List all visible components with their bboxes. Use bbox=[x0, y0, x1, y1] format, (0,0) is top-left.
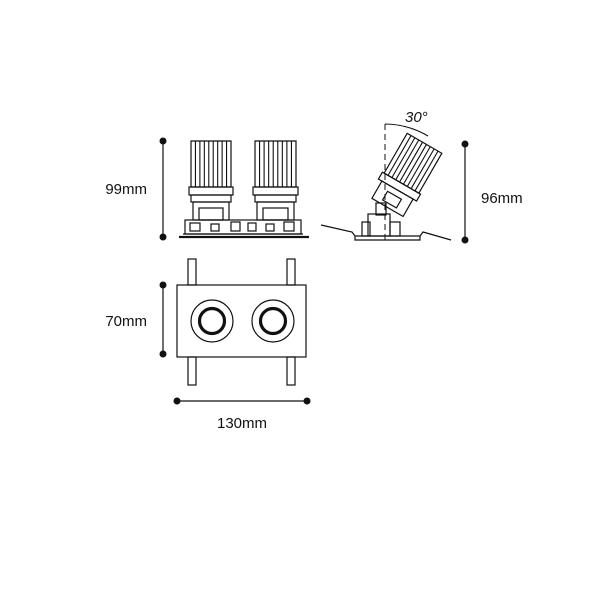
plan-depth-label: 70mm bbox=[105, 313, 147, 330]
side-heatsink bbox=[383, 132, 443, 194]
dimension-endpoint bbox=[173, 397, 181, 405]
mounting-spring bbox=[286, 356, 296, 386]
plan-left-lens bbox=[190, 299, 234, 343]
plan-right-lens bbox=[251, 299, 295, 343]
front-height-label: 99mm bbox=[105, 181, 147, 198]
dimension-endpoint bbox=[159, 281, 167, 289]
front-height-dimension: 99mm bbox=[105, 137, 167, 241]
heatsink-fin bbox=[414, 150, 439, 192]
plan-width-label: 130mm bbox=[217, 415, 267, 432]
right-lamp-body bbox=[252, 186, 299, 221]
side-height-dimension: 96mm bbox=[461, 140, 523, 244]
tilt-angle-label: 30° bbox=[405, 109, 428, 126]
right-lamp-heatsink bbox=[254, 140, 297, 188]
front-view bbox=[179, 140, 309, 239]
left-lamp-body bbox=[188, 186, 234, 221]
heatsink-fin bbox=[395, 139, 420, 181]
heatsink-fin bbox=[406, 146, 431, 187]
side-view bbox=[320, 123, 452, 242]
side-trim-flange bbox=[320, 224, 452, 241]
heatsink-fin bbox=[387, 135, 412, 176]
mounting-spring bbox=[187, 258, 197, 286]
dimension-endpoint bbox=[159, 233, 167, 241]
plan-width-dimension: 130mm bbox=[173, 397, 311, 432]
side-bracket bbox=[367, 213, 391, 237]
mounting-spring bbox=[286, 258, 296, 286]
heatsink-fin bbox=[391, 137, 416, 178]
side-height-label: 96mm bbox=[481, 190, 523, 207]
front-base-housing bbox=[179, 219, 309, 239]
heatsink-fin bbox=[399, 141, 424, 183]
heatsink-fin bbox=[402, 144, 427, 185]
dimension-endpoint bbox=[159, 137, 167, 145]
plan-view bbox=[176, 258, 307, 386]
dimension-endpoint bbox=[461, 236, 469, 244]
side-tilted-lamp bbox=[371, 132, 443, 218]
dimension-endpoint bbox=[303, 397, 311, 405]
heatsink-fin bbox=[410, 148, 435, 189]
tilt-angle-arc bbox=[384, 123, 429, 137]
mounting-spring bbox=[187, 356, 197, 386]
plan-depth-dimension: 70mm bbox=[105, 281, 167, 358]
dimension-endpoint bbox=[159, 350, 167, 358]
left-lamp-heatsink bbox=[190, 140, 232, 188]
plan-housing-plate bbox=[176, 284, 307, 358]
dimension-endpoint bbox=[461, 140, 469, 148]
